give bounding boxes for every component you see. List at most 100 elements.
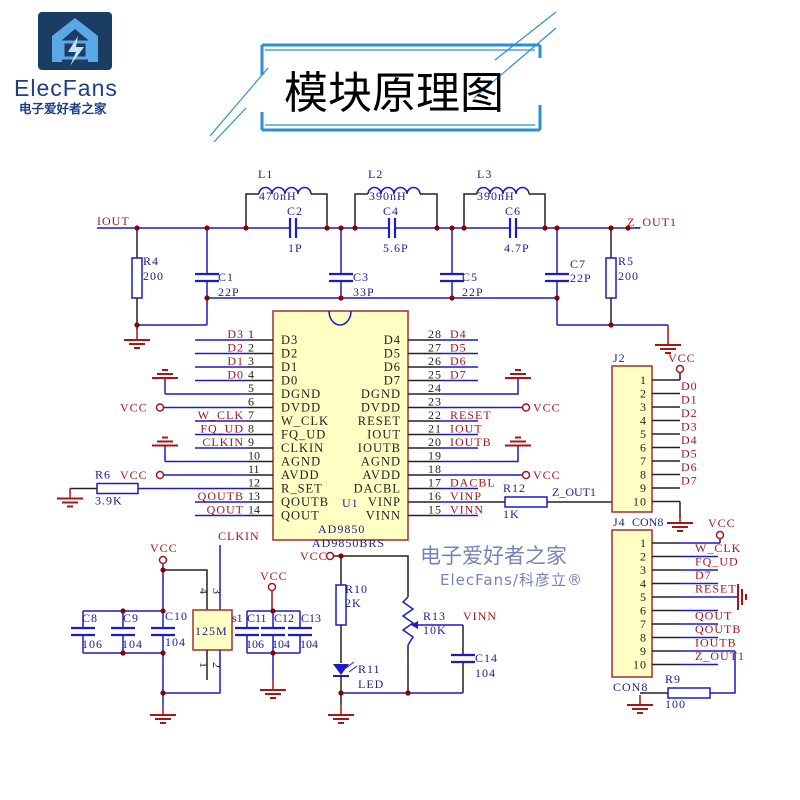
pin-name: IOUT	[367, 428, 401, 442]
junction-dot	[160, 608, 166, 614]
c13-value: 104	[300, 637, 318, 651]
pin-number: 4	[197, 588, 211, 595]
pin-number: 22	[428, 408, 442, 422]
junction-dot	[160, 690, 166, 696]
pin-name: D7	[384, 374, 401, 388]
watermark-cn: 电子爱好者之家	[420, 544, 567, 568]
title-frame-line	[213, 107, 247, 143]
net-label-vinn: VINN	[463, 609, 497, 623]
pin-number: 27	[428, 341, 442, 355]
junction-dot	[338, 225, 344, 231]
net-label: D7	[450, 368, 467, 382]
c1-value: 22P	[218, 285, 240, 299]
pin-number: 4	[640, 577, 647, 591]
net-label: D6	[450, 354, 467, 368]
junction-dot	[449, 225, 455, 231]
pin-number: 20	[428, 435, 442, 449]
pin-number: 17	[428, 476, 442, 490]
pin-number: 23	[428, 395, 442, 409]
net-label: D4	[681, 433, 698, 447]
pin-number: 4	[248, 368, 254, 382]
c10-value: 104	[165, 635, 186, 649]
title-frame-line	[494, 11, 557, 61]
pin-number: 10	[248, 449, 260, 463]
pin-name: CLKIN	[281, 441, 324, 455]
net-label: W_CLK	[198, 408, 244, 422]
junction-dot	[270, 608, 276, 614]
pin-number: 15	[428, 503, 442, 517]
net-label: D1	[681, 393, 698, 407]
net-label: IOUT	[450, 422, 483, 436]
wire	[163, 650, 221, 694]
pin-name: DGND	[281, 387, 321, 401]
pin-name: R_SET	[281, 482, 323, 496]
pin-number: 2	[640, 387, 647, 401]
vcc-label: VCC	[120, 468, 148, 482]
vcc-label: VCC	[668, 351, 696, 365]
net-label-iout: IOUT	[97, 214, 130, 228]
pin-name: D1	[281, 360, 298, 374]
junction-dot	[625, 225, 631, 231]
led-light-icon	[348, 665, 358, 673]
junction-dot	[134, 322, 140, 328]
logo-brand: ElecFans	[14, 75, 118, 101]
net-label: CLKIN	[202, 435, 244, 449]
r5-value: 200	[618, 269, 639, 283]
net-label: W_CLK	[695, 541, 741, 555]
pin-number: 25	[428, 368, 442, 382]
pin-name: AVDD	[281, 468, 320, 482]
pin-number: 6	[640, 604, 647, 618]
c7-value: 22P	[570, 271, 592, 285]
pin-number: 1	[197, 662, 211, 669]
junction-dot	[461, 225, 467, 231]
pin-name: RESET	[358, 414, 401, 428]
u1-part: AD9850	[318, 522, 365, 536]
pin-number: 13	[248, 489, 260, 503]
net-label: D0	[681, 379, 698, 393]
net-label: IOUTB	[695, 636, 737, 650]
r10-ref: R10	[345, 582, 368, 596]
pin-number: 7	[248, 408, 254, 422]
junction-dot	[160, 567, 166, 573]
j4-ref: J4	[613, 515, 626, 529]
pin-number: 1	[248, 327, 254, 341]
pin-number: 14	[248, 503, 260, 517]
c7-ref: C7	[570, 257, 586, 271]
c6-value: 4.7P	[504, 241, 530, 255]
wire	[470, 378, 519, 395]
c10-ref: C10	[165, 609, 188, 623]
l3-ref: L3	[477, 167, 492, 181]
pin-name: DVDD	[361, 401, 401, 415]
net-label: Z_OUT1	[695, 649, 745, 663]
vcc-label: VCC	[300, 549, 328, 563]
c4-ref: C4	[383, 204, 399, 218]
net-label: VINP	[450, 489, 482, 503]
pin-name: D5	[384, 347, 401, 361]
net-label: DACBL	[450, 476, 496, 490]
net-label: RESET	[450, 408, 492, 422]
wire	[470, 445, 519, 463]
c11-value: 106	[246, 637, 264, 651]
junction-dot	[243, 225, 249, 231]
junction-dot	[338, 295, 344, 301]
pin-number: 9	[248, 435, 254, 449]
wiper-arrow-icon	[411, 621, 418, 629]
net-label: VINN	[450, 503, 484, 517]
junction-dot	[434, 225, 440, 231]
wire	[334, 555, 409, 597]
junction-dot	[554, 295, 560, 301]
r6-value: 3.9K	[95, 494, 123, 508]
r12-ref: R12	[503, 481, 526, 495]
pin-number: 26	[428, 354, 442, 368]
vcc-terminal-icon	[325, 551, 335, 561]
pin-number: 7	[640, 454, 647, 468]
net-label: QOUTB	[695, 622, 741, 636]
potentiometer-icon	[401, 596, 415, 646]
r12-value: 1K	[503, 507, 520, 521]
inductor-icon	[367, 186, 421, 195]
net-label: D4	[450, 327, 467, 341]
c3-ref: C3	[353, 270, 369, 284]
vcc-label: VCC	[260, 569, 288, 583]
c12-value: 104	[272, 637, 290, 651]
